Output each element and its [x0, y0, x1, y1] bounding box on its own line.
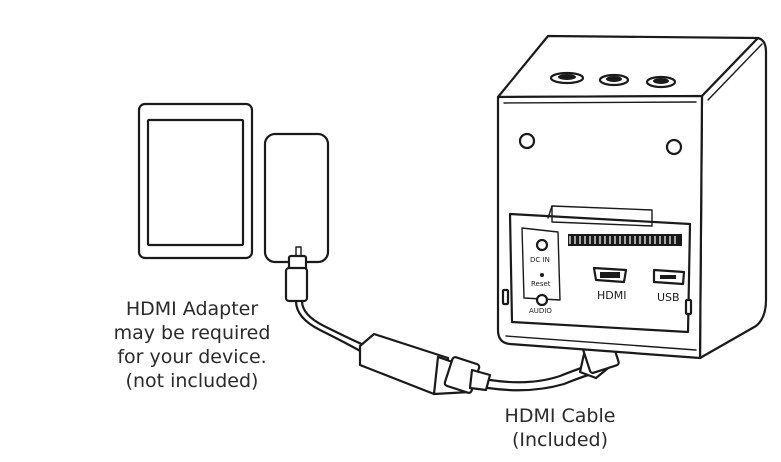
cable-note: HDMI Cable (Included)	[480, 404, 640, 452]
port-label-reset: Reset	[531, 280, 551, 288]
port-label-usb: USB	[657, 291, 680, 304]
port-label-hdmi: HDMI	[597, 289, 626, 302]
port-label-dc-in: DC IN	[530, 256, 550, 264]
cable-note-line-1: HDMI Cable	[504, 405, 616, 427]
media-box: DC IN Reset AUDIO HDMI USB	[496, 34, 768, 360]
adapter-note: HDMI Adapter may be required for your de…	[62, 297, 322, 393]
tablet-device	[137, 102, 254, 260]
adapter-note-line-2: may be required	[113, 322, 271, 344]
vent-grille	[568, 234, 682, 246]
adapter-cable	[284, 254, 368, 354]
adapter-note-line-4: (not included)	[125, 370, 259, 392]
port-label-audio: AUDIO	[529, 307, 552, 315]
phone-device	[263, 132, 330, 264]
hdmi-adapter	[358, 332, 492, 396]
cable-note-line-2: (Included)	[511, 429, 609, 451]
adapter-note-line-3: for your device.	[117, 346, 267, 368]
adapter-note-line-1: HDMI Adapter	[125, 298, 259, 320]
